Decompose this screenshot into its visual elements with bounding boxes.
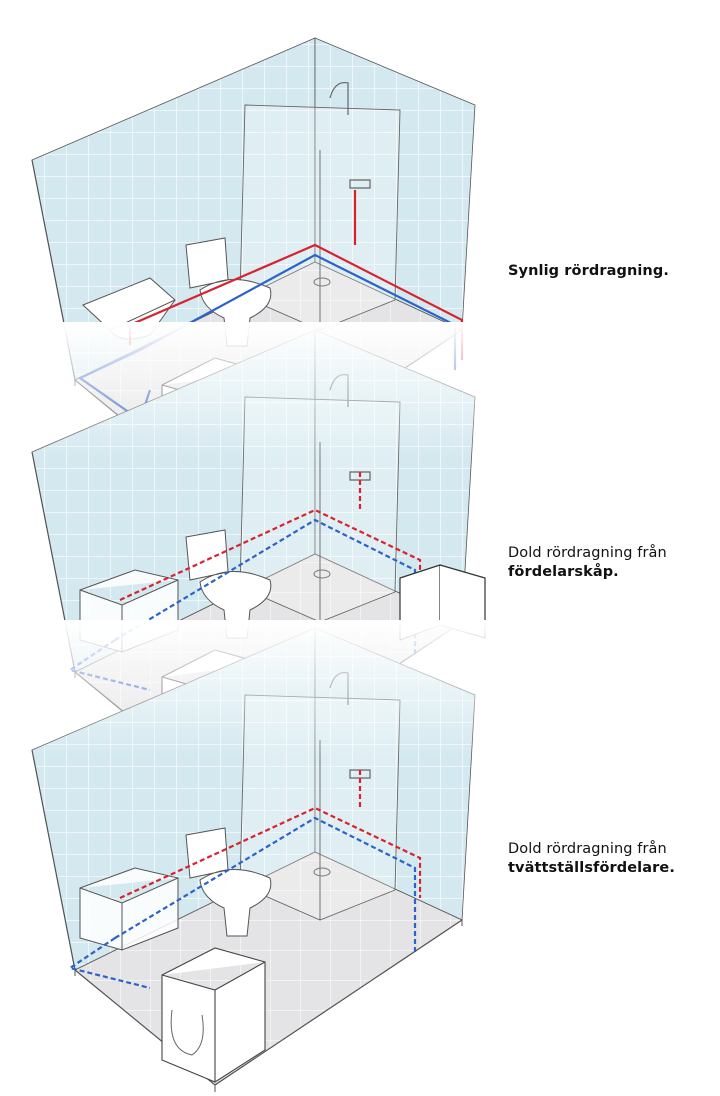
caption-bold: fördelarskåp. (508, 564, 619, 580)
fade-overlay (20, 620, 490, 760)
shower-drain (313, 277, 331, 287)
fade-overlay (20, 322, 490, 462)
caption-bold: Synlig rördragning. (508, 263, 669, 279)
shower-drain (313, 569, 331, 579)
room-edge (31, 749, 463, 1086)
room-tvattstall (20, 620, 490, 1092)
washbasin-cabinet (79, 867, 179, 951)
hot-water-pipe (119, 472, 422, 601)
cold-water-pipe (67, 816, 417, 990)
caption-visible-piping: Synlig rördragning. (508, 262, 669, 281)
shower-drain (313, 867, 331, 877)
caption-normal: Dold rördragning från (508, 545, 667, 561)
caption-normal: Dold rördragning från (508, 841, 667, 857)
caption-distribution-cabinet: Dold rördragning från fördelarskåp. (508, 544, 667, 582)
hot-water-pipe (119, 770, 422, 899)
shower-head-icon (329, 81, 371, 189)
floor-edge (74, 920, 463, 1092)
caption-bold: tvättställsfördelare. (508, 860, 675, 876)
washer-hose (170, 1009, 204, 1056)
caption-sink-manifold: Dold rördragning från tvättställsfördela… (508, 840, 675, 878)
washing-machine (161, 947, 266, 1083)
